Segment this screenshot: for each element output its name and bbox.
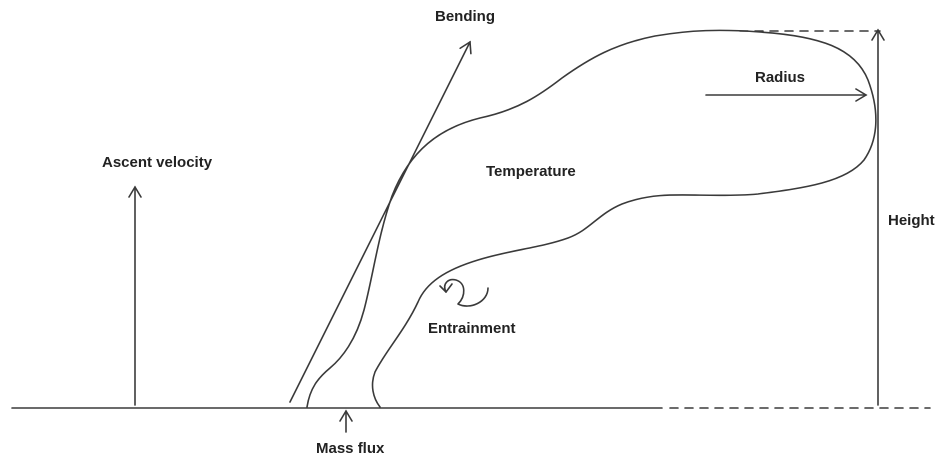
temperature-label: Temperature bbox=[486, 163, 576, 180]
bending-arrow bbox=[289, 40, 472, 403]
plume-outline bbox=[306, 29, 877, 408]
entrainment-label: Entrainment bbox=[428, 320, 516, 337]
mass-flux-label: Mass flux bbox=[316, 440, 385, 457]
ascent-velocity-label: Ascent velocity bbox=[102, 154, 213, 171]
entrainment-swirl bbox=[443, 278, 489, 307]
entrainment-swirl-head bbox=[439, 283, 453, 293]
radius-label: Radius bbox=[755, 69, 806, 86]
bending-label: Bending bbox=[435, 8, 495, 25]
height-label: Height bbox=[888, 212, 935, 229]
